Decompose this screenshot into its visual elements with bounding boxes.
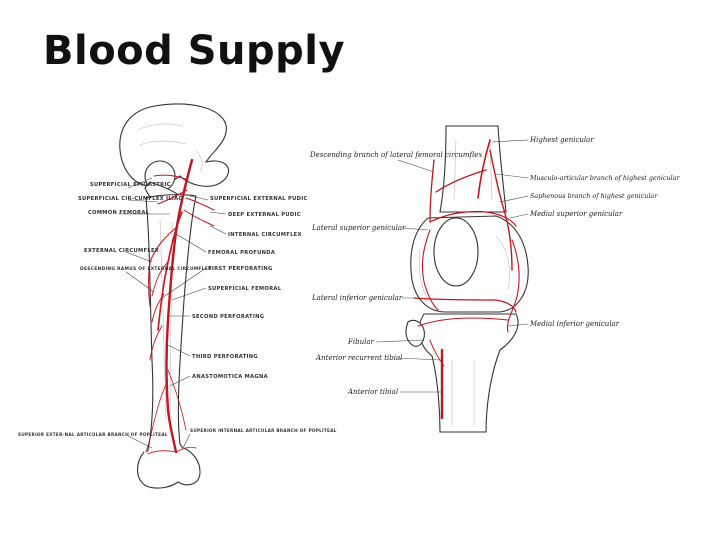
slide-title: Blood Supply bbox=[43, 28, 346, 74]
label-lateral-superior-genicular: Lateral superior genicular bbox=[311, 224, 406, 232]
label-second-perforating: SECOND PERFORATING bbox=[192, 314, 264, 320]
label-external-circumflex: EXTERNAL CIRCUMFLEX bbox=[84, 248, 159, 254]
label-superficial-epigastric: SUPERFICIAL EPIGASTRIC bbox=[90, 182, 171, 188]
label-superficial-femoral: SUPERFICIAL FEMORAL bbox=[208, 286, 282, 292]
label-descending-branch-lateral-circumflex: Descending branch of lateral femoral cir… bbox=[309, 151, 482, 159]
label-superficial-external-pudic: SUPERFICIAL EXTERNAL PUDIC bbox=[210, 196, 308, 202]
label-lateral-inferior-genicular: Lateral inferior genicular bbox=[311, 294, 403, 302]
label-descending-ramus: DESCENDING RAMUS OF EXTERNAL CIRCUMFLEX bbox=[80, 266, 212, 272]
label-medial-inferior-genicular: Medial inferior genicular bbox=[529, 320, 620, 328]
label-anterior-recurrent-tibial: Anterior recurrent tibial bbox=[315, 354, 402, 362]
label-superior-external-articular: SUPERIOR EXTER-NAL ARTICULAR BRANCH OF P… bbox=[18, 432, 168, 437]
label-musculo-articular-branch: Musculo-articular branch of highest geni… bbox=[529, 174, 680, 182]
label-common-femoral: COMMON FEMORAL bbox=[88, 210, 150, 216]
label-superior-internal-articular: SUPERIOR INTERNAL ARTICULAR BRANCH OF PO… bbox=[190, 428, 337, 433]
label-medial-superior-genicular: Medial superior genicular bbox=[529, 210, 623, 218]
label-fibular: Fibular bbox=[347, 338, 374, 346]
label-internal-circumflex: INTERNAL CIRCUMFLEX bbox=[228, 232, 302, 238]
label-first-perforating: FIRST PERFORATING bbox=[208, 266, 273, 272]
profunda-femoris bbox=[157, 211, 183, 331]
label-deep-external-pudic: DEEP EXTERNAL PUDIC bbox=[228, 212, 301, 218]
label-saphenous-branch: Saphenous branch of highest genicular bbox=[530, 192, 658, 200]
label-highest-genicular: Highest genicular bbox=[529, 136, 594, 144]
label-anastomotica-magna: ANASTOMOTICA MAGNA bbox=[192, 374, 268, 380]
label-superficial-circumflex-iliac: SUPERFICIAL CIR-CUMFLEX ILIAC bbox=[78, 196, 183, 202]
femoral-artery bbox=[165, 158, 194, 454]
label-femoral-profunda: FEMORAL PROFUNDA bbox=[208, 250, 275, 256]
label-anterior-tibial: Anterior tibial bbox=[347, 388, 398, 396]
label-third-perforating: THIRD PERFORATING bbox=[192, 354, 258, 360]
